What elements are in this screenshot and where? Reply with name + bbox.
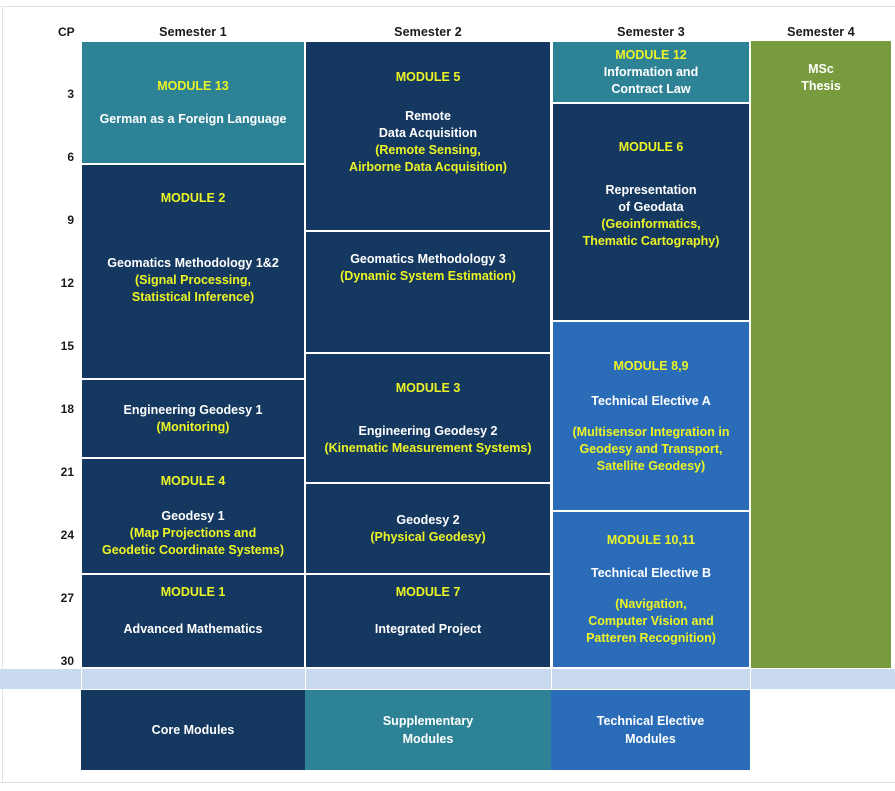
module-title: Geomatics Methodology 3 [350, 252, 506, 266]
module-title: Information and Contract Law [603, 64, 699, 96]
module-block-module-2[interactable]: MODULE 2 Geomatics Methodology 1&2 (Sign… [81, 164, 305, 379]
separator-seam-1 [81, 669, 82, 689]
module-code: MODULE 3 [395, 380, 461, 395]
module-subtitle: (Signal Processing, Statistical Inferenc… [131, 272, 255, 304]
cp-tick-24: 24 [60, 528, 74, 542]
cp-tick-27: 27 [60, 591, 74, 605]
module-title: Geodesy 2 [396, 512, 460, 527]
module-block-module-7[interactable]: MODULE 7 Integrated Project [305, 574, 551, 668]
module-code: MODULE 5 [395, 69, 461, 84]
module-title: Integrated Project [374, 622, 482, 636]
module-code: MODULE 13 [157, 78, 229, 93]
module-subtitle: (Remote Sensing, Airborne Data Acquisiti… [349, 142, 507, 174]
module-subtitle: (Multisensor Integration in Geodesy and … [572, 424, 730, 473]
module-code: MODULE 2 [160, 190, 226, 205]
module-subtitle: (Map Projections and Geodetic Coordinate… [102, 526, 284, 557]
legend-item-supplementary-modules[interactable]: Supplementary Modules [305, 690, 551, 770]
module-title: Advanced Mathematics [123, 622, 263, 636]
module-block-module-8-9[interactable]: MODULE 8,9 Technical Elective A (Multise… [552, 321, 750, 511]
module-title: Geodesy 1 [161, 509, 225, 523]
module-subtitle: (Physical Geodesy) [370, 529, 486, 544]
plot-area: MODULE 13 German as a Foreign Language M… [81, 41, 891, 668]
module-title: Remote Data Acquisition [378, 108, 478, 140]
cp-tick-6: 6 [67, 150, 74, 164]
module-block-module-12[interactable]: MODULE 12 Information and Contract Law [552, 41, 750, 103]
cp-tick-3: 3 [67, 87, 74, 101]
module-block-engineering-geodesy-1[interactable]: Engineering Geodesy 1 (Monitoring) [81, 379, 305, 458]
module-subtitle: (Navigation, Computer Vision and Pattere… [586, 597, 716, 645]
module-title: MSc Thesis [801, 62, 841, 93]
module-code: MODULE 1 [160, 585, 226, 599]
module-title: Engineering Geodesy 1 [123, 402, 263, 417]
module-title: German as a Foreign Language [99, 111, 287, 126]
column-header-semester-1: Semester 1 [159, 25, 227, 39]
separator-seam-2 [305, 669, 306, 689]
module-title: Technical Elective B [591, 566, 711, 580]
separator-band [0, 669, 895, 689]
cp-tick-21: 21 [60, 465, 74, 479]
module-subtitle: (Kinematic Measurement Systems) [324, 440, 532, 455]
module-block-module-13[interactable]: MODULE 13 German as a Foreign Language [81, 41, 305, 164]
module-subtitle: (Monitoring) [156, 419, 230, 434]
module-title: Geomatics Methodology 1&2 [107, 255, 279, 270]
cp-tick-15: 15 [60, 339, 74, 353]
cp-tick-12: 12 [60, 276, 74, 290]
module-subtitle: (Geoinformatics, Thematic Cartography) [582, 216, 720, 248]
legend-item-core-modules[interactable]: Core Modules [81, 690, 305, 770]
frame-bottom-divider [0, 782, 895, 783]
module-block-module-6[interactable]: MODULE 6 Representation of Geodata (Geoi… [552, 103, 750, 321]
cp-tick-9: 9 [67, 213, 74, 227]
module-code: MODULE 4 [160, 474, 226, 488]
module-code: MODULE 8,9 [613, 358, 689, 373]
frame-left-divider [2, 6, 3, 783]
module-block-module-1[interactable]: MODULE 1 Advanced Mathematics [81, 574, 305, 668]
module-block-geomatics-methodology-3[interactable]: Geomatics Methodology 3 (Dynamic System … [305, 231, 551, 353]
column-header-semester-2: Semester 2 [394, 25, 462, 39]
column-header-semester-3: Semester 3 [617, 25, 685, 39]
cp-tick-30: 30 [60, 654, 74, 668]
module-block-module-10-11[interactable]: MODULE 10,11 Technical Elective B (Navig… [552, 511, 750, 668]
module-block-module-4[interactable]: MODULE 4 Geodesy 1 (Map Projections and … [81, 458, 305, 574]
column-header-semester-4: Semester 4 [787, 25, 855, 39]
legend-item-technical-elective-modules[interactable]: Technical Elective Modules [551, 690, 750, 770]
module-title: Engineering Geodesy 2 [358, 423, 498, 438]
module-code: MODULE 6 [618, 139, 684, 154]
cp-axis-label: CP [58, 25, 75, 39]
cp-tick-18: 18 [60, 402, 74, 416]
module-subtitle: (Dynamic System Estimation) [340, 269, 516, 283]
module-code: MODULE 12 [615, 47, 687, 62]
module-code: MODULE 10,11 [606, 533, 696, 547]
module-block-module-5[interactable]: MODULE 5 Remote Data Acquisition (Remote… [305, 41, 551, 231]
module-code: MODULE 7 [395, 585, 461, 599]
separator-seam-4 [750, 669, 751, 689]
module-title: Technical Elective A [591, 393, 711, 408]
separator-seam-3 [551, 669, 552, 689]
module-title: Representation of Geodata [605, 182, 697, 214]
module-block-msc-thesis[interactable]: MSc Thesis [751, 41, 891, 668]
module-block-module-3[interactable]: MODULE 3 Engineering Geodesy 2 (Kinemati… [305, 353, 551, 483]
module-block-geodesy-2[interactable]: Geodesy 2 (Physical Geodesy) [305, 483, 551, 574]
frame-top-divider [0, 6, 895, 7]
